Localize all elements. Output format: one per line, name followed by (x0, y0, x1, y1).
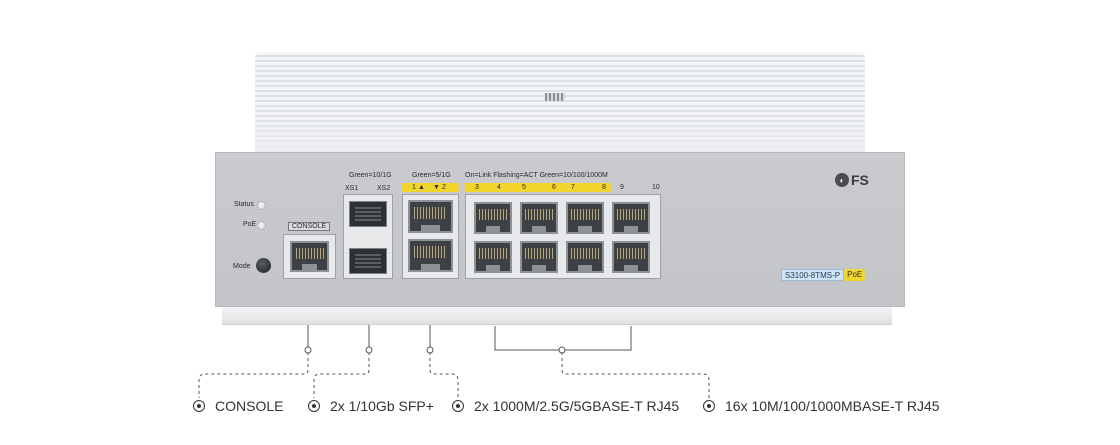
copper-port-3-label: 3 (475, 184, 479, 191)
status-led (257, 201, 266, 210)
mgig-header: Green=5/1G (412, 172, 451, 179)
copper-port-5-label: 5 (522, 184, 526, 191)
copper-port-frame (465, 194, 661, 279)
copper-port-4[interactable] (474, 241, 512, 274)
mode-button-label: Mode (233, 263, 251, 270)
mgig-port-1-label: 1 (412, 184, 416, 191)
legend-copper-label: 16x 10M/100/1000MBASE-T RJ45 (725, 398, 940, 414)
brand-text: FS (851, 172, 869, 188)
copper-header: On=Link Flashing=ACT Green=10/100/1000M (465, 172, 608, 179)
poe-led (257, 221, 266, 230)
mgig-yellow-strip (402, 183, 459, 192)
copper-port-6[interactable] (520, 241, 558, 274)
sfp-header: Green=10/1G (349, 172, 392, 179)
copper-node (558, 346, 566, 354)
poe-led-label: PoE (243, 221, 257, 228)
legend-mgig-label: 2x 1000M/2.5G/5GBASE-T RJ45 (474, 398, 680, 414)
legend-console-label: CONSOLE (215, 398, 284, 414)
console-dashed-leader (198, 352, 309, 398)
legend-mgig: 2x 1000M/2.5G/5GBASE-T RJ45 (452, 398, 679, 414)
legend-copper: 16x 10M/100/1000MBASE-T RJ45 (703, 398, 940, 414)
copper-port-10-label: 10 (652, 184, 660, 191)
sfp-cage (343, 194, 393, 279)
sfp-node (365, 346, 373, 354)
console-label: CONSOLE (288, 222, 331, 231)
target-icon (703, 400, 715, 412)
chassis-base (222, 307, 892, 325)
copper-port-4-label: 4 (497, 184, 501, 191)
copper-port-7-label: 7 (571, 184, 575, 191)
copper-bracket (494, 326, 632, 351)
model-label: S3100-8TMS-P (781, 269, 845, 281)
copper-port-9-label: 9 (620, 184, 624, 191)
copper-yellow-strip (465, 183, 611, 192)
arrow-down-icon: ▼ (433, 184, 440, 191)
copper-port-5[interactable] (520, 202, 558, 235)
target-icon (193, 400, 205, 412)
copper-port-8-label: 8 (602, 184, 606, 191)
mgig-port-frame (402, 194, 459, 279)
copper-port-7[interactable] (566, 202, 604, 235)
console-node (304, 346, 312, 354)
copper-port-10[interactable] (612, 241, 650, 274)
console-port-frame (283, 234, 336, 279)
vent-grip (545, 93, 565, 101)
heatsink-fins (255, 52, 865, 152)
copper-port-6-label: 6 (552, 184, 556, 191)
target-icon (308, 400, 320, 412)
mode-button[interactable] (256, 258, 271, 273)
mgig-port-1[interactable] (408, 200, 453, 233)
target-icon (452, 400, 464, 412)
sfp-port-xs1[interactable] (349, 201, 387, 227)
poe-badge: PoE (844, 269, 866, 281)
copper-port-8[interactable] (566, 241, 604, 274)
sfp-left-label: XS1 (345, 185, 359, 192)
copper-dashed-leader (561, 352, 710, 398)
copper-port-9[interactable] (612, 202, 650, 235)
fs-logo-icon: ◐ (835, 173, 849, 187)
status-led-label: Status (234, 201, 254, 208)
console-port[interactable] (290, 241, 329, 272)
legend-console: CONSOLE (193, 398, 283, 414)
legend-sfp: 2x 1/10Gb SFP+ (308, 398, 434, 414)
legend-sfp-label: 2x 1/10Gb SFP+ (330, 398, 434, 414)
brand-logo: ◐ FS (835, 172, 869, 188)
sfp-dashed-leader (313, 352, 370, 398)
mgig-dashed-leader (429, 352, 459, 398)
mgig-port-2-label: 2 (442, 184, 446, 191)
mgig-node (426, 346, 434, 354)
arrow-up-icon: ▲ (418, 184, 425, 191)
model-badge: S3100-8TMS-P PoE (781, 269, 866, 281)
sfp-port-xs2[interactable] (349, 248, 387, 274)
sfp-right-label: XS2 (377, 185, 391, 192)
copper-port-3[interactable] (474, 202, 512, 235)
mgig-port-2[interactable] (408, 239, 453, 272)
